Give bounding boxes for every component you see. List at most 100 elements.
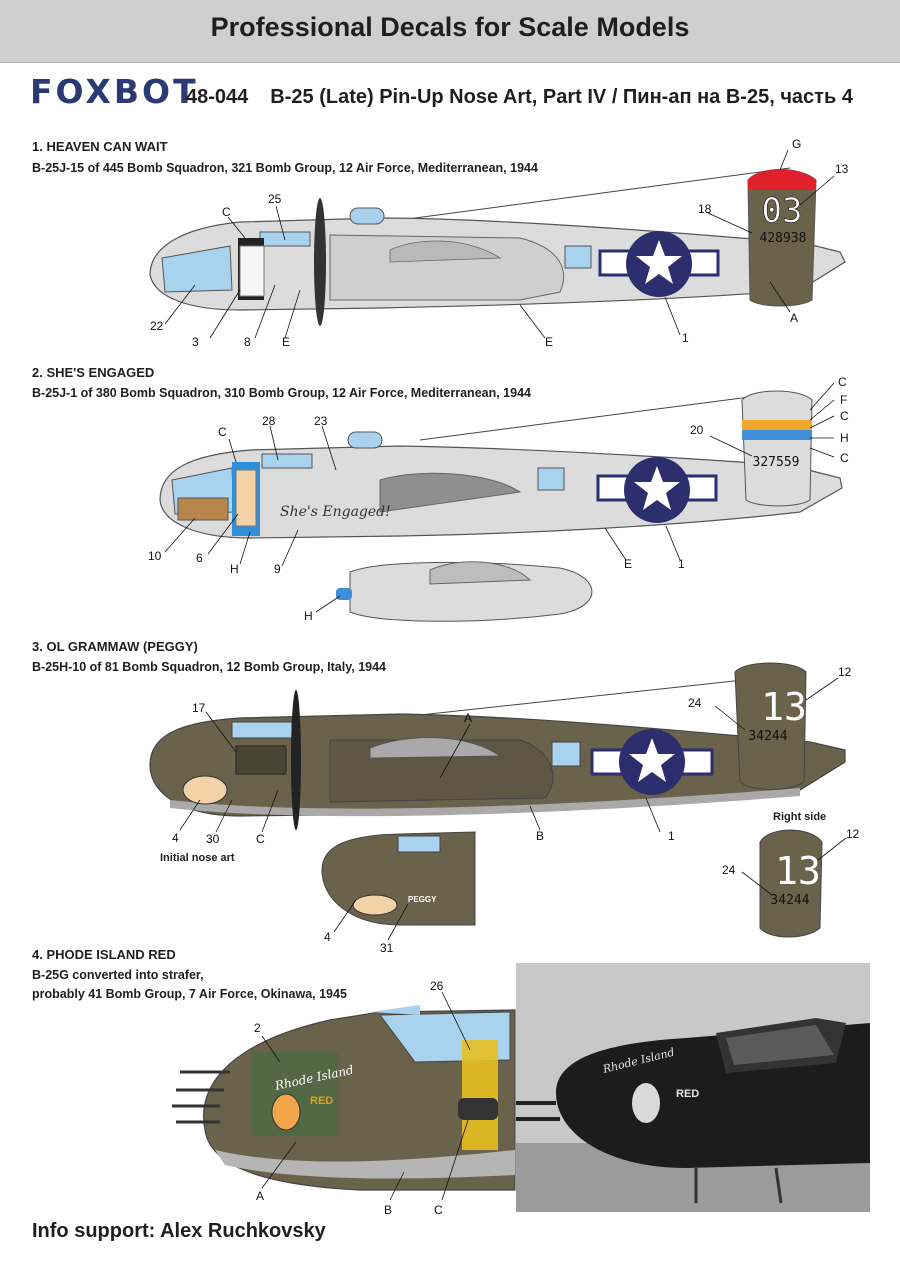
nose-glazing-1 <box>161 245 233 293</box>
nose-guns-4 <box>172 1070 230 1124</box>
callout-3-31: 31 <box>380 941 394 955</box>
tail-tip-1 <box>748 169 816 190</box>
tail-2 <box>741 390 813 507</box>
caption-right-side: Right side <box>773 811 827 823</box>
callout-2-1: 1 <box>678 557 685 571</box>
tail-code-1: 03 <box>762 191 803 231</box>
callout-3-A: A <box>464 711 472 725</box>
callout-3-24-right: 24 <box>722 863 736 877</box>
callout-1-C: C <box>222 205 231 219</box>
callout-2-C-b: C <box>838 375 847 389</box>
tail-blue-band-2 <box>742 430 812 440</box>
section-2-subtitle: B-25J-1 of 380 Bomb Squadron, 310 Bomb G… <box>32 386 531 400</box>
callout-4-B: B <box>384 1203 392 1217</box>
nose-text-3: PEGGY <box>408 895 437 904</box>
section-3-title: 3. OL GRAMMAW (PEGGY) <box>32 639 198 654</box>
callout-4-A: A <box>256 1189 264 1203</box>
waist-window-3 <box>551 741 581 767</box>
section-4-subtitle-line1: B-25G converted into strafer, <box>32 968 204 982</box>
callout-1-3: 3 <box>192 335 199 349</box>
callout-3-B: B <box>536 829 544 843</box>
callout-1-22: 22 <box>150 319 164 333</box>
tail-yellow-band-2 <box>742 420 812 430</box>
pin-up-4 <box>271 1093 301 1131</box>
foxbot-logo: FOXBOT <box>30 72 199 111</box>
callout-1-E-a: E <box>282 335 290 349</box>
mission-markers-3 <box>235 745 287 775</box>
callout-2-9: 9 <box>274 562 281 576</box>
callout-4-C: C <box>434 1203 443 1217</box>
header-title: Professional Decals for Scale Models <box>210 12 690 42</box>
aircraft-1-heaven-can-wait: 03 428938 G 13 C 25 18 22 3 8 E E 1 A <box>149 137 849 349</box>
pin-up-2 <box>235 469 257 527</box>
section-1-title: 1. HEAVEN CAN WAIT <box>32 139 168 154</box>
callout-3-4: 4 <box>172 831 179 845</box>
serial-2: 327559 <box>753 455 800 470</box>
cockpit-2 <box>261 453 313 469</box>
product-title: 48-044 B-25 (Late) Pin-Up Nose Art, Part … <box>186 86 853 109</box>
callout-2-C-a: C <box>218 425 227 439</box>
callout-3-C: C <box>256 832 265 846</box>
aircraft-4-phode-island-red: Rhode Island RED 2 26 A B C <box>172 979 516 1217</box>
tail-code-3: 13 <box>761 685 807 729</box>
detached-nacelle-2 <box>349 561 593 622</box>
callout-3-17: 17 <box>192 701 206 715</box>
callout-1-G: G <box>792 137 801 151</box>
wing-root-1 <box>389 240 502 263</box>
aircraft-2-shes-engaged: She's Engaged! 327559 C 28 23 20 C <box>148 375 849 623</box>
caption-initial-nose-art: Initial nose art <box>160 852 235 864</box>
callout-1-E-b: E <box>545 335 553 349</box>
propeller-1 <box>314 198 326 326</box>
pin-up-3 <box>182 775 228 805</box>
callout-1-18: 18 <box>698 202 712 216</box>
section-1-subtitle: B-25J-15 of 445 Bomb Squadron, 321 Bomb … <box>32 161 538 175</box>
underside-3 <box>170 788 800 817</box>
callout-1-A: A <box>790 311 798 325</box>
callout-2-20: 20 <box>690 423 704 437</box>
top-turret-1 <box>349 207 385 225</box>
header-bar: Professional Decals for Scale Models <box>0 0 900 63</box>
underside-4 <box>215 1150 515 1179</box>
callout-2-23: 23 <box>314 414 328 428</box>
historical-photo: Rhode Island RED <box>516 963 870 1212</box>
propeller-3 <box>291 690 301 830</box>
callout-3-30: 30 <box>206 832 220 846</box>
product-code: 48-044 <box>186 86 249 108</box>
serial-3: 34244 <box>748 729 787 744</box>
nose-text-2: She's Engaged! <box>280 504 391 520</box>
wing-root-2 <box>379 472 522 513</box>
tail-code-right-3: 13 <box>775 849 821 893</box>
section-4-subtitle-line2: probably 41 Bomb Group, 7 Air Force, Oki… <box>32 987 347 1001</box>
callout-2-H-c: H <box>304 609 313 623</box>
cockpit-3 <box>231 721 293 739</box>
pin-up-1 <box>239 245 265 297</box>
callout-1-25: 25 <box>268 192 282 206</box>
wing-root-3 <box>369 737 502 759</box>
footer-credit: Info support: Alex Ruchkovsky <box>32 1220 326 1242</box>
section-3-subtitle: B-25H-10 of 81 Bomb Squadron, 12 Bomb Gr… <box>32 660 387 674</box>
callout-2-C-c: C <box>840 409 849 423</box>
callout-4-2: 2 <box>254 1021 261 1035</box>
product-name: B-25 (Late) Pin-Up Nose Art, Part IV / П… <box>270 86 853 108</box>
callout-2-10: 10 <box>148 549 162 563</box>
spinner-blue-2 <box>336 588 352 600</box>
gun-pack-4 <box>458 1098 498 1120</box>
callout-2-6: 6 <box>196 551 203 565</box>
tail-3 <box>734 662 807 790</box>
callout-2-H-b: H <box>230 562 239 576</box>
callout-1-8: 8 <box>244 335 251 349</box>
aircraft-3-ol-grammaw: 13 34244 PEGGY 13 34244 17 A 24 12 4 30 … <box>149 662 860 955</box>
tail-right-side-3 <box>759 829 823 938</box>
ammo-panel-2 <box>177 497 229 521</box>
callout-2-E: E <box>624 557 632 571</box>
photo-nose-text-2: RED <box>676 1088 699 1100</box>
waist-window-1 <box>564 245 592 269</box>
serial-1: 428938 <box>760 231 807 246</box>
callout-4-26: 26 <box>430 979 444 993</box>
gun-blast-panel-4 <box>462 1040 498 1150</box>
callout-2-H-a: H <box>840 431 849 445</box>
section-2-title: 2. SHE'S ENGAGED <box>32 365 155 380</box>
callout-1-1: 1 <box>682 331 689 345</box>
callout-2-28: 28 <box>262 414 276 428</box>
